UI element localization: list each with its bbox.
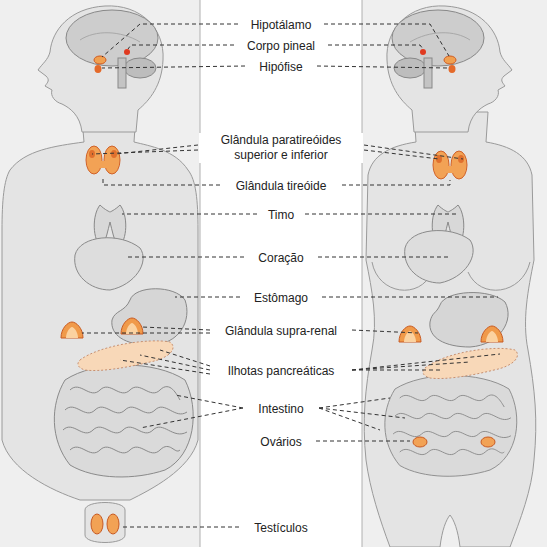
label-slot: Glândula supra-renal	[223, 321, 339, 339]
organ-label: Glândula tireóide	[234, 179, 329, 194]
scrotum	[85, 503, 125, 543]
leader-line	[102, 24, 238, 57]
leader-line	[342, 180, 450, 185]
organ-label: Coração	[256, 251, 305, 266]
leader-line	[319, 408, 380, 430]
leader-line	[122, 214, 257, 215]
organ-label: Intestino	[256, 402, 305, 417]
leader-line	[322, 297, 498, 298]
organ-label: Estômago	[252, 291, 310, 306]
adrenal-gland	[481, 326, 503, 342]
label-slot: Testículos	[252, 518, 309, 536]
leader-line	[175, 395, 243, 408]
leader-line	[352, 354, 500, 370]
leader-line	[316, 441, 410, 442]
left-panel	[0, 0, 200, 547]
testicle	[91, 514, 103, 534]
adrenal-gland	[399, 326, 421, 342]
organ-label: Corpo pineal	[245, 39, 317, 54]
leader-line	[140, 408, 243, 428]
thyroid-gland	[86, 146, 120, 174]
leader-line	[364, 145, 463, 159]
label-slot: Glândula paratireóides superior e inferi…	[199, 133, 363, 163]
label-slot: Timo	[266, 205, 296, 223]
panel-border	[200, 0, 201, 547]
leader-line	[120, 360, 210, 374]
label-slot: Coração	[256, 248, 305, 266]
male-body	[2, 112, 198, 500]
thyroid-gland	[433, 151, 467, 179]
intestine	[385, 376, 517, 477]
stomach	[430, 293, 508, 347]
leader-line	[328, 45, 423, 49]
leader-line	[142, 327, 210, 330]
breast-contour	[468, 262, 530, 290]
label-slot: Corpo pineal	[245, 36, 317, 54]
label-slot: Intestino	[256, 399, 305, 417]
panel-border	[362, 0, 363, 547]
label-slot: Ovários	[258, 432, 303, 450]
leader-line	[352, 370, 440, 371]
leader-line	[319, 408, 405, 418]
right-panel	[362, 0, 547, 547]
leader-line	[319, 398, 390, 408]
male-head	[38, 6, 163, 132]
label-slot: Hipotálamo	[249, 15, 314, 33]
testicle	[107, 514, 119, 534]
label-slot: Ilhotas pancreáticas	[226, 361, 337, 379]
leader-line	[103, 176, 220, 185]
leader-line	[160, 350, 210, 366]
organ-label: Hipotálamo	[249, 18, 314, 33]
leader-line	[125, 257, 244, 258]
female-figure	[364, 6, 536, 547]
leader-line	[352, 330, 418, 333]
leader-line	[92, 150, 198, 154]
pancreas	[423, 348, 518, 378]
leader-line	[317, 66, 448, 68]
female-body	[364, 112, 536, 547]
organ-label: Glândula supra-renal	[223, 324, 339, 339]
organ-label: Ilhotas pancreáticas	[226, 364, 337, 379]
leader-line	[305, 214, 456, 215]
leader-line	[364, 150, 439, 159]
leader-line	[82, 333, 210, 334]
female-head	[387, 6, 512, 132]
leader-line	[122, 527, 239, 528]
leader-line	[102, 66, 245, 68]
organ-label: Testículos	[252, 521, 309, 536]
ovary	[481, 437, 495, 447]
leader-line	[324, 24, 449, 56]
leader-line	[140, 355, 210, 370]
label-slot: Estômago	[252, 288, 310, 306]
heart	[75, 238, 143, 290]
organ-label: Glândula paratireóides superior e inferi…	[199, 133, 363, 163]
adrenal-gland	[61, 322, 83, 338]
organ-label: Hipófise	[257, 60, 304, 75]
male-figure	[2, 6, 198, 543]
adrenal-gland	[121, 318, 143, 334]
organ-label: Ovários	[258, 435, 303, 450]
leader-line	[128, 45, 234, 49]
organ-label: Timo	[266, 208, 296, 223]
label-slot: Hipófise	[257, 57, 304, 75]
label-slot: Glândula tireóide	[234, 176, 329, 194]
ovary	[413, 437, 427, 447]
leader-line	[175, 297, 240, 298]
leader-lines	[82, 24, 500, 527]
intestine	[54, 365, 193, 477]
leader-line	[318, 257, 450, 258]
leader-line	[116, 145, 198, 154]
